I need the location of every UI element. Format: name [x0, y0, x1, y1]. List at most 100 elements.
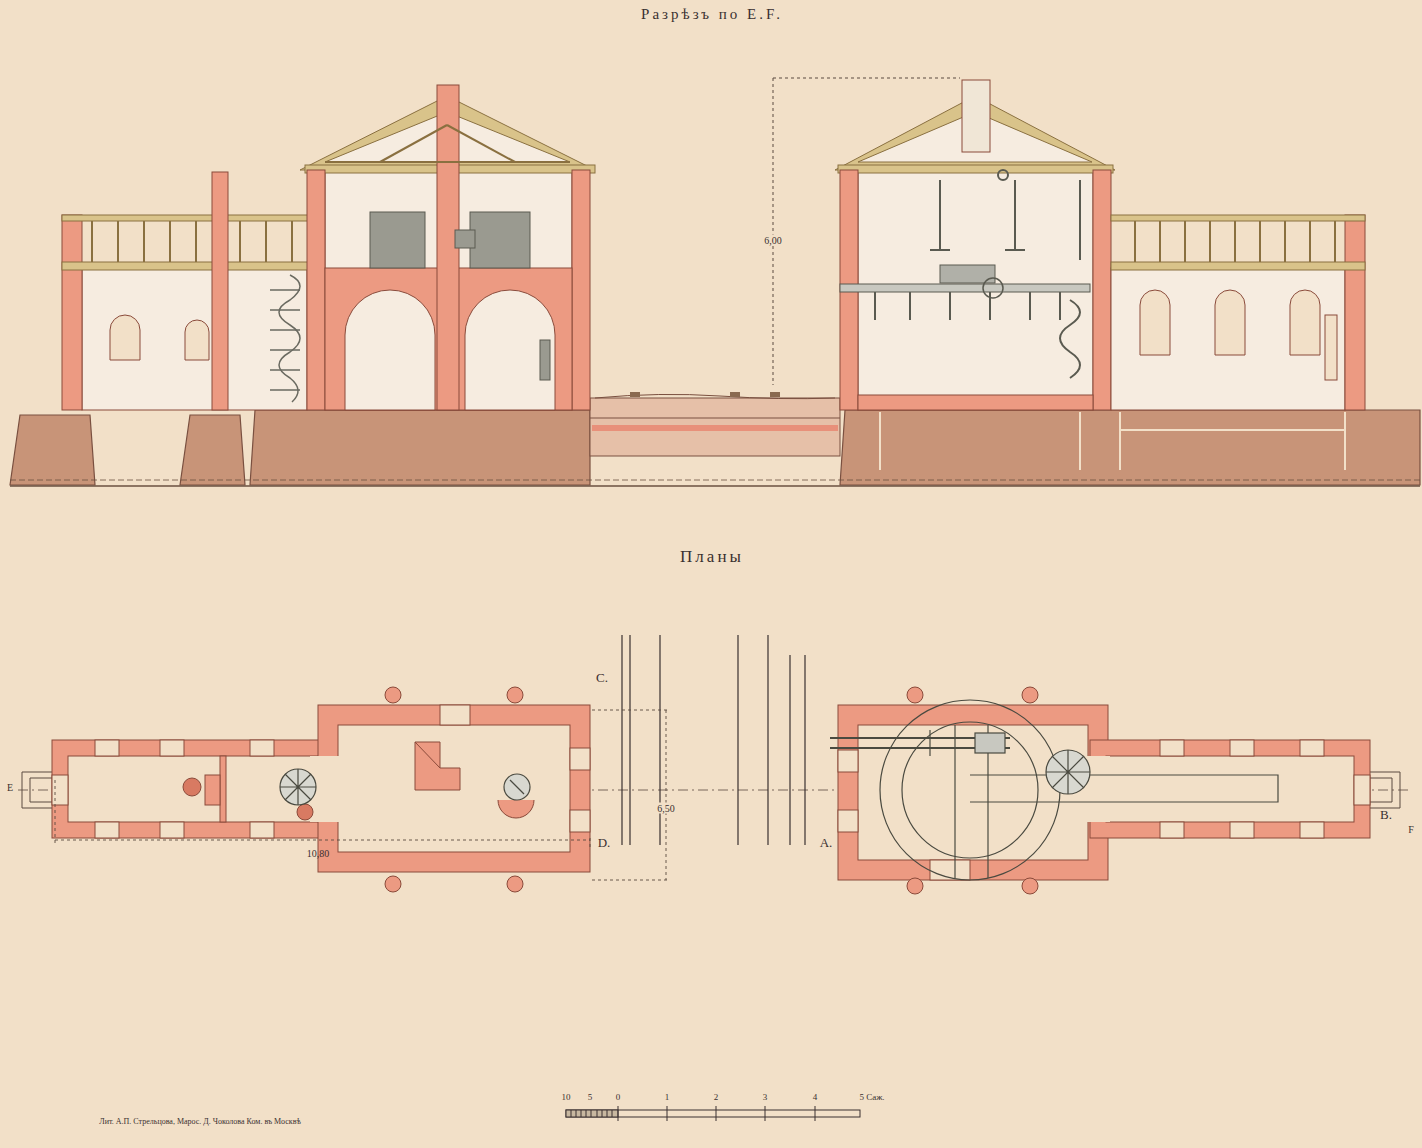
boiler-house — [540, 340, 550, 380]
scale-bar — [765, 1106, 766, 1121]
right-plan — [1300, 740, 1324, 756]
lithographer-imprint: Лит. А.П. Стрельцова, Марос. Д. Чоколова… — [99, 1118, 301, 1127]
sawmill-house — [962, 80, 990, 152]
right-plan — [1022, 878, 1038, 894]
left-plan — [250, 740, 274, 756]
channel-lines — [737, 635, 738, 845]
scale-bar — [571, 1110, 612, 1117]
scale-bar — [566, 1110, 860, 1117]
plan-machines — [510, 780, 524, 794]
left-plan — [570, 810, 590, 832]
channel-lines — [629, 635, 630, 845]
left-plan — [95, 822, 119, 838]
right-plan — [907, 687, 923, 703]
scale-bar — [667, 1106, 668, 1121]
left-plan — [318, 705, 590, 872]
ceiling-joists — [1234, 221, 1236, 262]
boiler-house — [370, 212, 425, 268]
scale-number: 5 — [588, 1093, 593, 1103]
foundation-joints — [1120, 429, 1345, 431]
right-low-building — [1345, 215, 1365, 410]
foundation — [840, 410, 1420, 485]
dimension-line — [773, 78, 960, 79]
dimension: 10,80 — [307, 848, 330, 859]
turbine-pit — [902, 722, 1038, 858]
boiler-house — [470, 212, 530, 268]
left-plan — [507, 876, 523, 892]
left-low-building — [62, 262, 312, 270]
right-plan — [838, 750, 858, 772]
spiral-stair — [279, 275, 300, 402]
machinery — [930, 249, 950, 251]
machinery — [949, 292, 951, 320]
water-channel — [592, 425, 838, 431]
left-plan — [498, 800, 534, 818]
foundation — [250, 410, 590, 485]
scale-bar — [815, 1106, 816, 1121]
ceiling-joists — [291, 221, 293, 262]
right-plan — [1300, 822, 1324, 838]
right-plan — [1090, 740, 1370, 838]
left-plan — [220, 756, 226, 822]
left-plan — [338, 725, 570, 852]
ceiling-joists — [265, 221, 267, 262]
entrance-steps — [1370, 772, 1400, 808]
scale-bar — [566, 1106, 860, 1121]
ceiling-joists — [239, 221, 241, 262]
foundation-joints — [879, 412, 881, 470]
water-channel — [590, 418, 840, 419]
dimension-lines — [55, 780, 56, 845]
left-plan — [250, 822, 274, 838]
left-plan — [385, 687, 401, 703]
right-low-building — [1111, 262, 1365, 270]
plans-heading: Планы — [680, 548, 744, 567]
right-plan — [1106, 756, 1354, 822]
left-plan — [415, 742, 440, 768]
right-plan — [1160, 740, 1184, 756]
ceiling-joists — [91, 221, 93, 262]
sawmill-house — [858, 395, 1093, 410]
dimension-lines — [55, 840, 590, 841]
turbine-pit — [830, 700, 1278, 880]
turbine-pit — [880, 700, 1060, 880]
boiler-house — [345, 290, 435, 410]
left-low-building — [62, 215, 82, 410]
machinery — [998, 170, 1008, 180]
foundation-joints — [1344, 412, 1346, 470]
plan-machines — [504, 774, 530, 800]
foundation — [10, 415, 95, 485]
ceiling-joists — [1259, 221, 1261, 262]
left-plan — [297, 804, 313, 820]
right-low-building — [1290, 290, 1320, 355]
scale-number: 4 — [813, 1093, 818, 1103]
plan-machines — [280, 769, 530, 805]
left-plan — [570, 748, 590, 770]
ceiling-joists — [1159, 221, 1161, 262]
machinery — [874, 292, 876, 320]
boiler-house — [465, 290, 555, 410]
right-plan — [838, 810, 858, 832]
right-plan — [1230, 822, 1254, 838]
ceiling-joists — [1184, 221, 1186, 262]
roof-truss — [380, 125, 447, 162]
dimension-lines — [666, 710, 667, 880]
ground-line — [10, 480, 1420, 486]
turbine-pit — [1046, 750, 1090, 794]
scale-number: 1 — [665, 1093, 670, 1103]
left-plan — [52, 775, 68, 805]
machinery — [939, 180, 941, 250]
water-channel — [630, 392, 640, 397]
water-channel — [730, 392, 740, 397]
ceiling-joists — [1284, 221, 1286, 262]
left-plan — [52, 740, 332, 838]
dimension-lines — [592, 710, 670, 711]
left-plan — [68, 756, 320, 822]
right-low-building — [1140, 290, 1170, 355]
right-low-building — [1111, 215, 1365, 221]
boiler-house — [455, 230, 475, 248]
ceiling-joists — [1134, 221, 1136, 262]
right-plan — [838, 687, 1370, 894]
machinery — [1005, 249, 1025, 251]
right-low-building — [1325, 315, 1337, 380]
left-plan — [415, 742, 460, 790]
